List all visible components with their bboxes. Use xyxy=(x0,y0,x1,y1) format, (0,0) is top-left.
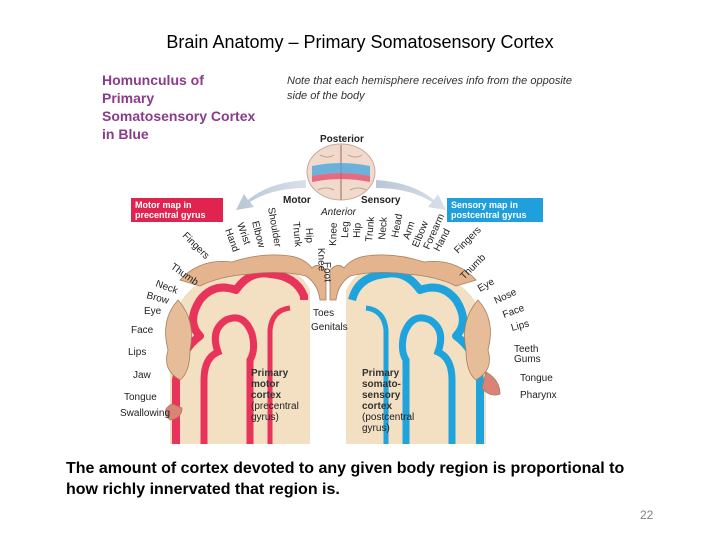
sensory-label-neck: Neck xyxy=(377,216,390,241)
motor-cortex-line-3: cortex xyxy=(251,390,281,401)
motor-label-lips: Lips xyxy=(128,347,146,358)
sensory-cortex-line-1: Primary xyxy=(362,368,400,379)
sensory-label-face: Face xyxy=(501,303,526,321)
sensory-cortex-line-2: somato- xyxy=(362,379,401,390)
slide-title: Brain Anatomy – Primary Somatosensory Co… xyxy=(166,32,554,52)
sensory-label-fingers: Fingers xyxy=(452,225,483,256)
figure-heading-line-4: in Blue xyxy=(102,126,149,142)
motor-cortex-section xyxy=(165,254,327,444)
motor-label-swallowing: Swallowing xyxy=(120,408,170,419)
sensory-map-box xyxy=(447,198,543,222)
right-arrow xyxy=(376,180,446,210)
sensory-label: Sensory xyxy=(361,195,401,206)
motor-map-box-line-2: precentral gyrus xyxy=(135,210,206,220)
figure-note-line-2: side of the body xyxy=(287,90,366,102)
figure-heading-line-2: Primary xyxy=(102,90,154,106)
motor-label-hip: Hip xyxy=(303,228,315,244)
figure-heading-line-1: Homunculus of xyxy=(102,72,204,88)
sensory-map-box-line-1: Sensory map in xyxy=(451,200,518,210)
sensory-map-box-line-2: postcentral gyrus xyxy=(451,210,527,220)
sensory-cortex-line-5: (postcentral xyxy=(362,412,414,423)
motor-cortex-line-2: motor xyxy=(251,379,279,390)
sensory-cortex-line-6: gyrus) xyxy=(362,423,390,434)
motor-cortex-line-5: gyrus) xyxy=(251,412,279,423)
sensory-cortex-line-4: cortex xyxy=(362,401,392,412)
posterior-label: Posterior xyxy=(320,134,364,145)
center-label-genitals: Genitals xyxy=(311,322,348,333)
motor-label-knee: Knee xyxy=(315,248,327,272)
sensory-label-lips: Lips xyxy=(510,319,531,334)
motor-label-jaw: Jaw xyxy=(133,370,152,381)
motor-map-box-line-1: Motor map in xyxy=(135,200,192,210)
caption: The amount of cortex devoted to any give… xyxy=(66,460,625,498)
sensory-label-tongue: Tongue xyxy=(520,373,553,384)
motor-label-elbow: Elbow xyxy=(249,220,267,250)
anterior-label: Anterior xyxy=(320,207,357,218)
sensory-label-eye: Eye xyxy=(476,276,497,294)
motor-label-eye: Eye xyxy=(144,306,162,317)
motor-label-trunk: Trunk xyxy=(290,221,303,248)
motor-label: Motor xyxy=(283,195,311,206)
motor-cortex-line-1: Primary xyxy=(251,368,289,379)
center-label-toes: Toes xyxy=(313,308,334,319)
figure-heading-line-3: Somatosensory Cortex xyxy=(102,108,255,124)
sensory-cortex-line-3: sensory xyxy=(362,390,401,401)
motor-cortex-line-4: (precentral xyxy=(251,401,299,412)
sensory-label-nose: Nose xyxy=(493,287,519,307)
sensory-label-teeth: Teeth xyxy=(514,344,538,355)
sensory-label-gums: Gums xyxy=(514,354,541,365)
figure-note-line-1: Note that each hemisphere receives info … xyxy=(287,75,572,87)
sensory-label-leg: Leg xyxy=(340,221,352,238)
sensory-label-head: Head xyxy=(390,213,405,238)
sensory-label-knee: Knee xyxy=(328,222,340,246)
motor-label-tongue: Tongue xyxy=(124,392,157,403)
brain-top-view xyxy=(306,143,376,201)
sensory-label-hip: Hip xyxy=(352,222,364,238)
motor-label-face: Face xyxy=(131,325,154,336)
sensory-cortex-section xyxy=(329,254,501,444)
motor-label-fingers: Fingers xyxy=(180,230,211,261)
sensory-label-trunk: Trunk xyxy=(364,215,377,242)
page-number: 22 xyxy=(640,508,654,522)
center-label-foot: Foot xyxy=(321,262,333,283)
sensory-label-arm: Arm xyxy=(401,220,417,241)
left-arrow xyxy=(236,180,306,210)
motor-map-box xyxy=(131,198,223,222)
motor-label-shoulder: Shoulder xyxy=(265,207,283,249)
sensory-label-pharynx: Pharynx xyxy=(520,390,557,401)
